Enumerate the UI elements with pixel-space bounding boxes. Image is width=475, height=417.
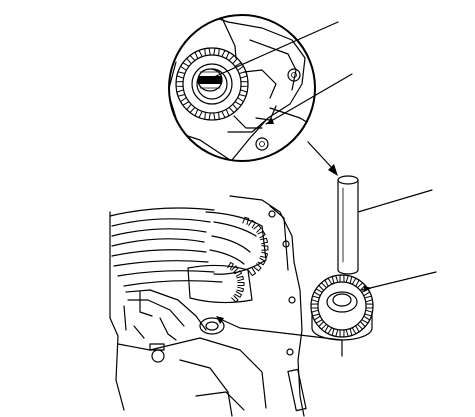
gear-tooth bbox=[186, 54, 196, 65]
gear-tooth bbox=[242, 216, 250, 225]
gear-tooth bbox=[238, 89, 248, 97]
gear-tooth bbox=[204, 47, 211, 57]
gear-tooth bbox=[339, 329, 345, 338]
gear-tooth bbox=[310, 309, 320, 317]
gear-tooth bbox=[365, 303, 374, 309]
leader-line bbox=[217, 317, 343, 357]
callout-leaders bbox=[213, 21, 353, 125]
transmission-housing bbox=[109, 195, 307, 417]
gear-tooth bbox=[227, 261, 234, 270]
gear-tooth bbox=[339, 274, 345, 283]
gear-tooth bbox=[313, 288, 323, 297]
gear-tooth bbox=[318, 282, 327, 291]
gear-tooth bbox=[221, 108, 230, 119]
gear-tooth bbox=[194, 108, 203, 119]
gear-tooth bbox=[221, 49, 230, 60]
gear-tooth bbox=[175, 81, 184, 87]
gear-tooth bbox=[179, 97, 190, 106]
gear-tooth bbox=[257, 230, 266, 239]
gear-tooth bbox=[324, 277, 333, 287]
gear-tooth bbox=[236, 286, 245, 293]
gear-tooth bbox=[257, 257, 266, 266]
gear-tooth bbox=[228, 103, 238, 114]
gear-tooth bbox=[331, 274, 339, 284]
gear-tooth bbox=[234, 291, 243, 298]
gear-tooth bbox=[238, 71, 248, 79]
gear-tooth bbox=[364, 295, 374, 303]
gear-tooth bbox=[351, 325, 360, 335]
gear-tooth bbox=[248, 267, 257, 277]
gear-tooth bbox=[318, 321, 327, 330]
gear-tooth bbox=[253, 263, 262, 272]
gear-tooth bbox=[228, 54, 238, 65]
bolt-hole bbox=[255, 137, 269, 151]
gear-tooth bbox=[324, 325, 333, 335]
gear-tooth bbox=[331, 328, 339, 338]
driver-tool bbox=[337, 175, 433, 275]
gear-tooth bbox=[204, 111, 211, 121]
drain-plug bbox=[151, 349, 165, 363]
detail-callout-circle bbox=[168, 14, 316, 162]
gear-tooth bbox=[253, 224, 262, 233]
gear-tooth bbox=[310, 295, 320, 303]
gear-tooth bbox=[260, 237, 269, 245]
gear-tooth bbox=[260, 251, 269, 259]
detail-callout bbox=[168, 14, 316, 162]
gear-tooth bbox=[176, 89, 186, 97]
gear-tooth bbox=[194, 49, 203, 60]
shift-fork bbox=[123, 289, 225, 341]
leader-line bbox=[265, 73, 353, 125]
gear-tooth bbox=[364, 309, 374, 317]
gear-tooth bbox=[234, 270, 243, 277]
gear-tooth bbox=[345, 274, 353, 284]
gear-tooth bbox=[213, 47, 220, 57]
gear-tooth bbox=[313, 315, 323, 324]
gear-tooth bbox=[234, 97, 245, 106]
shaft-leader bbox=[216, 316, 343, 357]
arrow-head bbox=[328, 164, 338, 176]
gear-tooth bbox=[231, 295, 239, 303]
gear-tooth bbox=[248, 219, 257, 229]
gear-cluster bbox=[109, 207, 269, 304]
gear-tooth bbox=[310, 303, 319, 309]
gear-leader-line bbox=[361, 271, 437, 291]
direction-arrow bbox=[307, 141, 338, 176]
gear-tooth bbox=[236, 275, 245, 282]
leader-line bbox=[213, 21, 339, 78]
gear-tooth bbox=[357, 321, 366, 330]
gear-tooth bbox=[345, 328, 353, 338]
gear-tooth bbox=[351, 277, 360, 287]
bolt-hole bbox=[287, 68, 301, 82]
gear-tooth bbox=[176, 71, 186, 79]
parking-gear bbox=[310, 271, 437, 341]
gear-tooth bbox=[213, 111, 220, 121]
gear-tooth bbox=[361, 315, 371, 324]
arrow-line bbox=[307, 141, 335, 171]
gear-tooth bbox=[237, 282, 245, 286]
gear-tooth bbox=[240, 81, 249, 87]
gear-tooth bbox=[357, 282, 366, 291]
gear-tooth bbox=[231, 265, 239, 273]
tool-leader-line bbox=[357, 189, 433, 213]
detail-gear bbox=[175, 47, 249, 121]
gear-tooth bbox=[186, 103, 196, 114]
gear-tooth bbox=[261, 245, 269, 251]
gear-tooth bbox=[179, 62, 190, 71]
